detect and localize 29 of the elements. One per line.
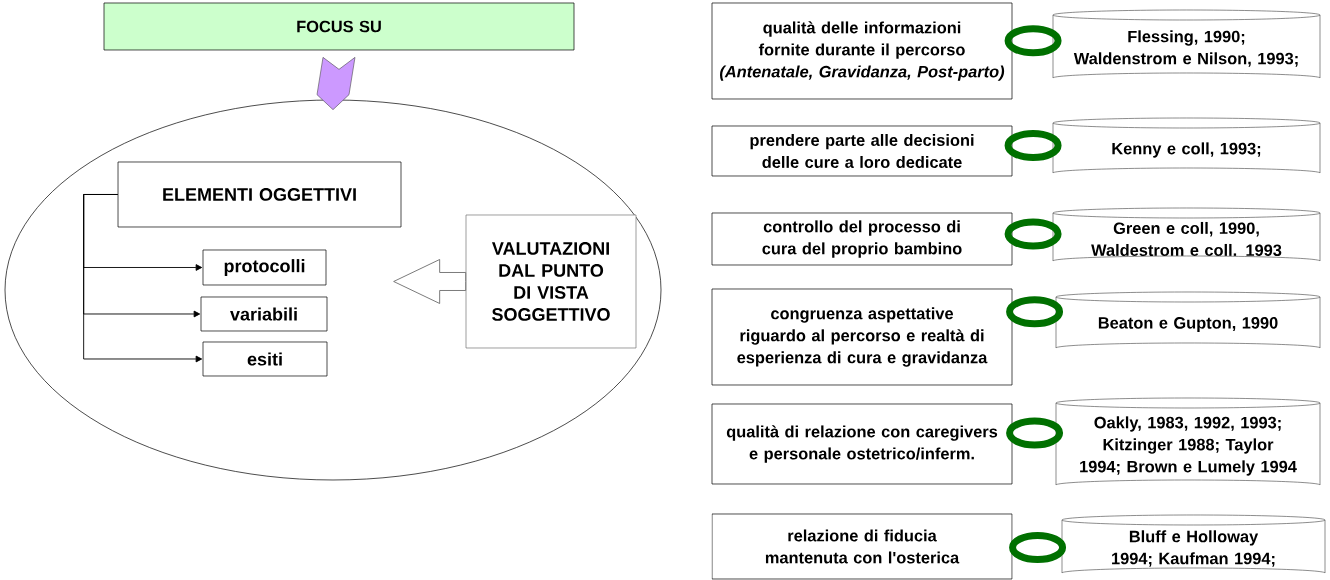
arrow (83, 194, 203, 363)
reference-cylinder: Oakly, 1983, 1992, 1993; Kitzinger 1988; Taylor 1994; Brown e Lumely 1994 (1055, 397, 1321, 486)
block-arrow (393, 259, 467, 304)
text-box: protocolli (202, 249, 327, 286)
node-label: Bluff e Holloway 1994; Kaufman 1994; (1112, 530, 1275, 567)
header-box: FOCUS SU (103, 2, 575, 51)
ring-connector (1006, 296, 1064, 328)
text-box: esiti (202, 341, 328, 377)
ring-connector (1004, 218, 1062, 250)
chevron-arrow (316, 57, 356, 110)
text-box: VALUTAZIONI DAL PUNTO DI VISTA SOGGETTIVO (465, 214, 637, 349)
reference-cylinder: Beaton e Gupton, 1990 (1055, 291, 1321, 349)
text-box: qualità di relazione con caregivers e personale ostetrico/inferm. (711, 403, 1013, 485)
reference-cylinder: Flessing, 1990; Waldenstrom e Nilson, 1993; (1052, 9, 1321, 79)
ring-connector (1006, 417, 1064, 449)
ellipse-shape (4, 99, 662, 481)
text-box: variabili (200, 296, 328, 332)
text-box: congruenza aspettative riguardo al percorso e realtà di esperienza di cura e gravidanza (711, 288, 1013, 386)
reference-cylinder: Bluff e Holloway 1994; Kaufman 1994; (1061, 514, 1326, 574)
ring-connector (1009, 532, 1067, 563)
text-box: ELEMENTI OGGETTIVI (117, 161, 402, 228)
ring-connector (1004, 130, 1062, 161)
text-box: prendere parte alle decisioni delle cure a loro dedicate (711, 125, 1013, 177)
ring-connector (1004, 25, 1062, 57)
text-box: relazione di fiducia mantenuta con l'osterica (711, 513, 1013, 580)
reference-cylinder: Green e coll, 1990, Waldestrom e coll. 1993 (1052, 207, 1321, 262)
text-box: qualità delle informazioni fornite durante il percorso (Antenatale, Gravidanza, Post-parto) (711, 2, 1013, 100)
reference-cylinder: Kenny e coll, 1993; (1052, 117, 1321, 174)
text-box: controllo del processo di cura del proprio bambino (711, 212, 1013, 266)
